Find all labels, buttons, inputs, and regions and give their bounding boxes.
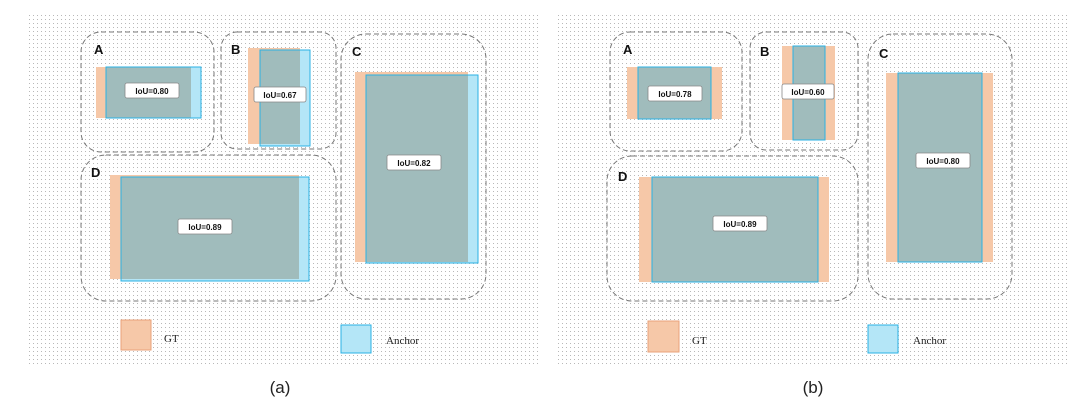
group-c-outline — [867, 33, 1013, 300]
group-b-outline — [220, 31, 337, 150]
iou-label-d: IoU=0.89 — [723, 220, 757, 229]
group-d-outline — [606, 155, 859, 302]
group-b-label: B — [760, 44, 769, 59]
panel-a: A IoU=0.80 B IoU=0.67 C IoU=0.82 D IoU=0… — [28, 14, 538, 366]
group-c-label: C — [352, 44, 362, 59]
panel-b-diagram: A IoU=0.78 B IoU=0.60 C IoU=0.80 D IoU=0… — [557, 14, 1067, 366]
iou-label-c: IoU=0.80 — [926, 157, 960, 166]
iou-badge-d — [712, 215, 768, 232]
group-b-outline — [749, 31, 859, 151]
iou-badge-c — [915, 152, 971, 169]
group-d-outline — [80, 154, 337, 302]
iou-label-c: IoU=0.82 — [397, 159, 431, 168]
legend-anchor-label: Anchor — [913, 335, 946, 347]
iou-badge-b — [253, 86, 307, 103]
caption-b: (b) — [802, 378, 824, 397]
group-c-label: C — [879, 46, 889, 61]
legend-gt-swatch — [120, 319, 152, 351]
iou-badge-a — [124, 82, 180, 99]
legend-gt-swatch — [647, 320, 680, 353]
panel-b: A IoU=0.78 B IoU=0.60 C IoU=0.80 D IoU=0… — [557, 14, 1067, 366]
group-d-label: D — [91, 165, 100, 180]
group-b-label: B — [231, 42, 240, 57]
iou-badge-a — [647, 85, 703, 102]
iou-label-a: IoU=0.80 — [135, 87, 169, 96]
legend-anchor-swatch — [867, 324, 899, 354]
group-a-label: A — [94, 42, 104, 57]
iou-label-b: IoU=0.67 — [263, 91, 297, 100]
iou-badge-b — [781, 83, 835, 100]
caption-a: (a) — [269, 378, 291, 397]
legend-anchor-label: Anchor — [386, 335, 419, 347]
group-a-outline — [80, 31, 215, 153]
group-d-label: D — [618, 169, 627, 184]
panel-a-diagram: A IoU=0.80 B IoU=0.67 C IoU=0.82 D IoU=0… — [28, 14, 538, 366]
iou-badge-d — [177, 218, 233, 235]
group-c-outline — [340, 33, 487, 300]
iou-badge-c — [386, 154, 442, 171]
legend-anchor-swatch — [340, 324, 372, 354]
group-a-outline — [609, 31, 743, 152]
legend-gt-label: GT — [164, 333, 179, 345]
legend-gt-label: GT — [692, 335, 707, 347]
iou-label-d: IoU=0.89 — [188, 223, 222, 232]
iou-label-a: IoU=0.78 — [658, 90, 692, 99]
iou-label-b: IoU=0.60 — [791, 88, 825, 97]
group-a-label: A — [623, 42, 633, 57]
